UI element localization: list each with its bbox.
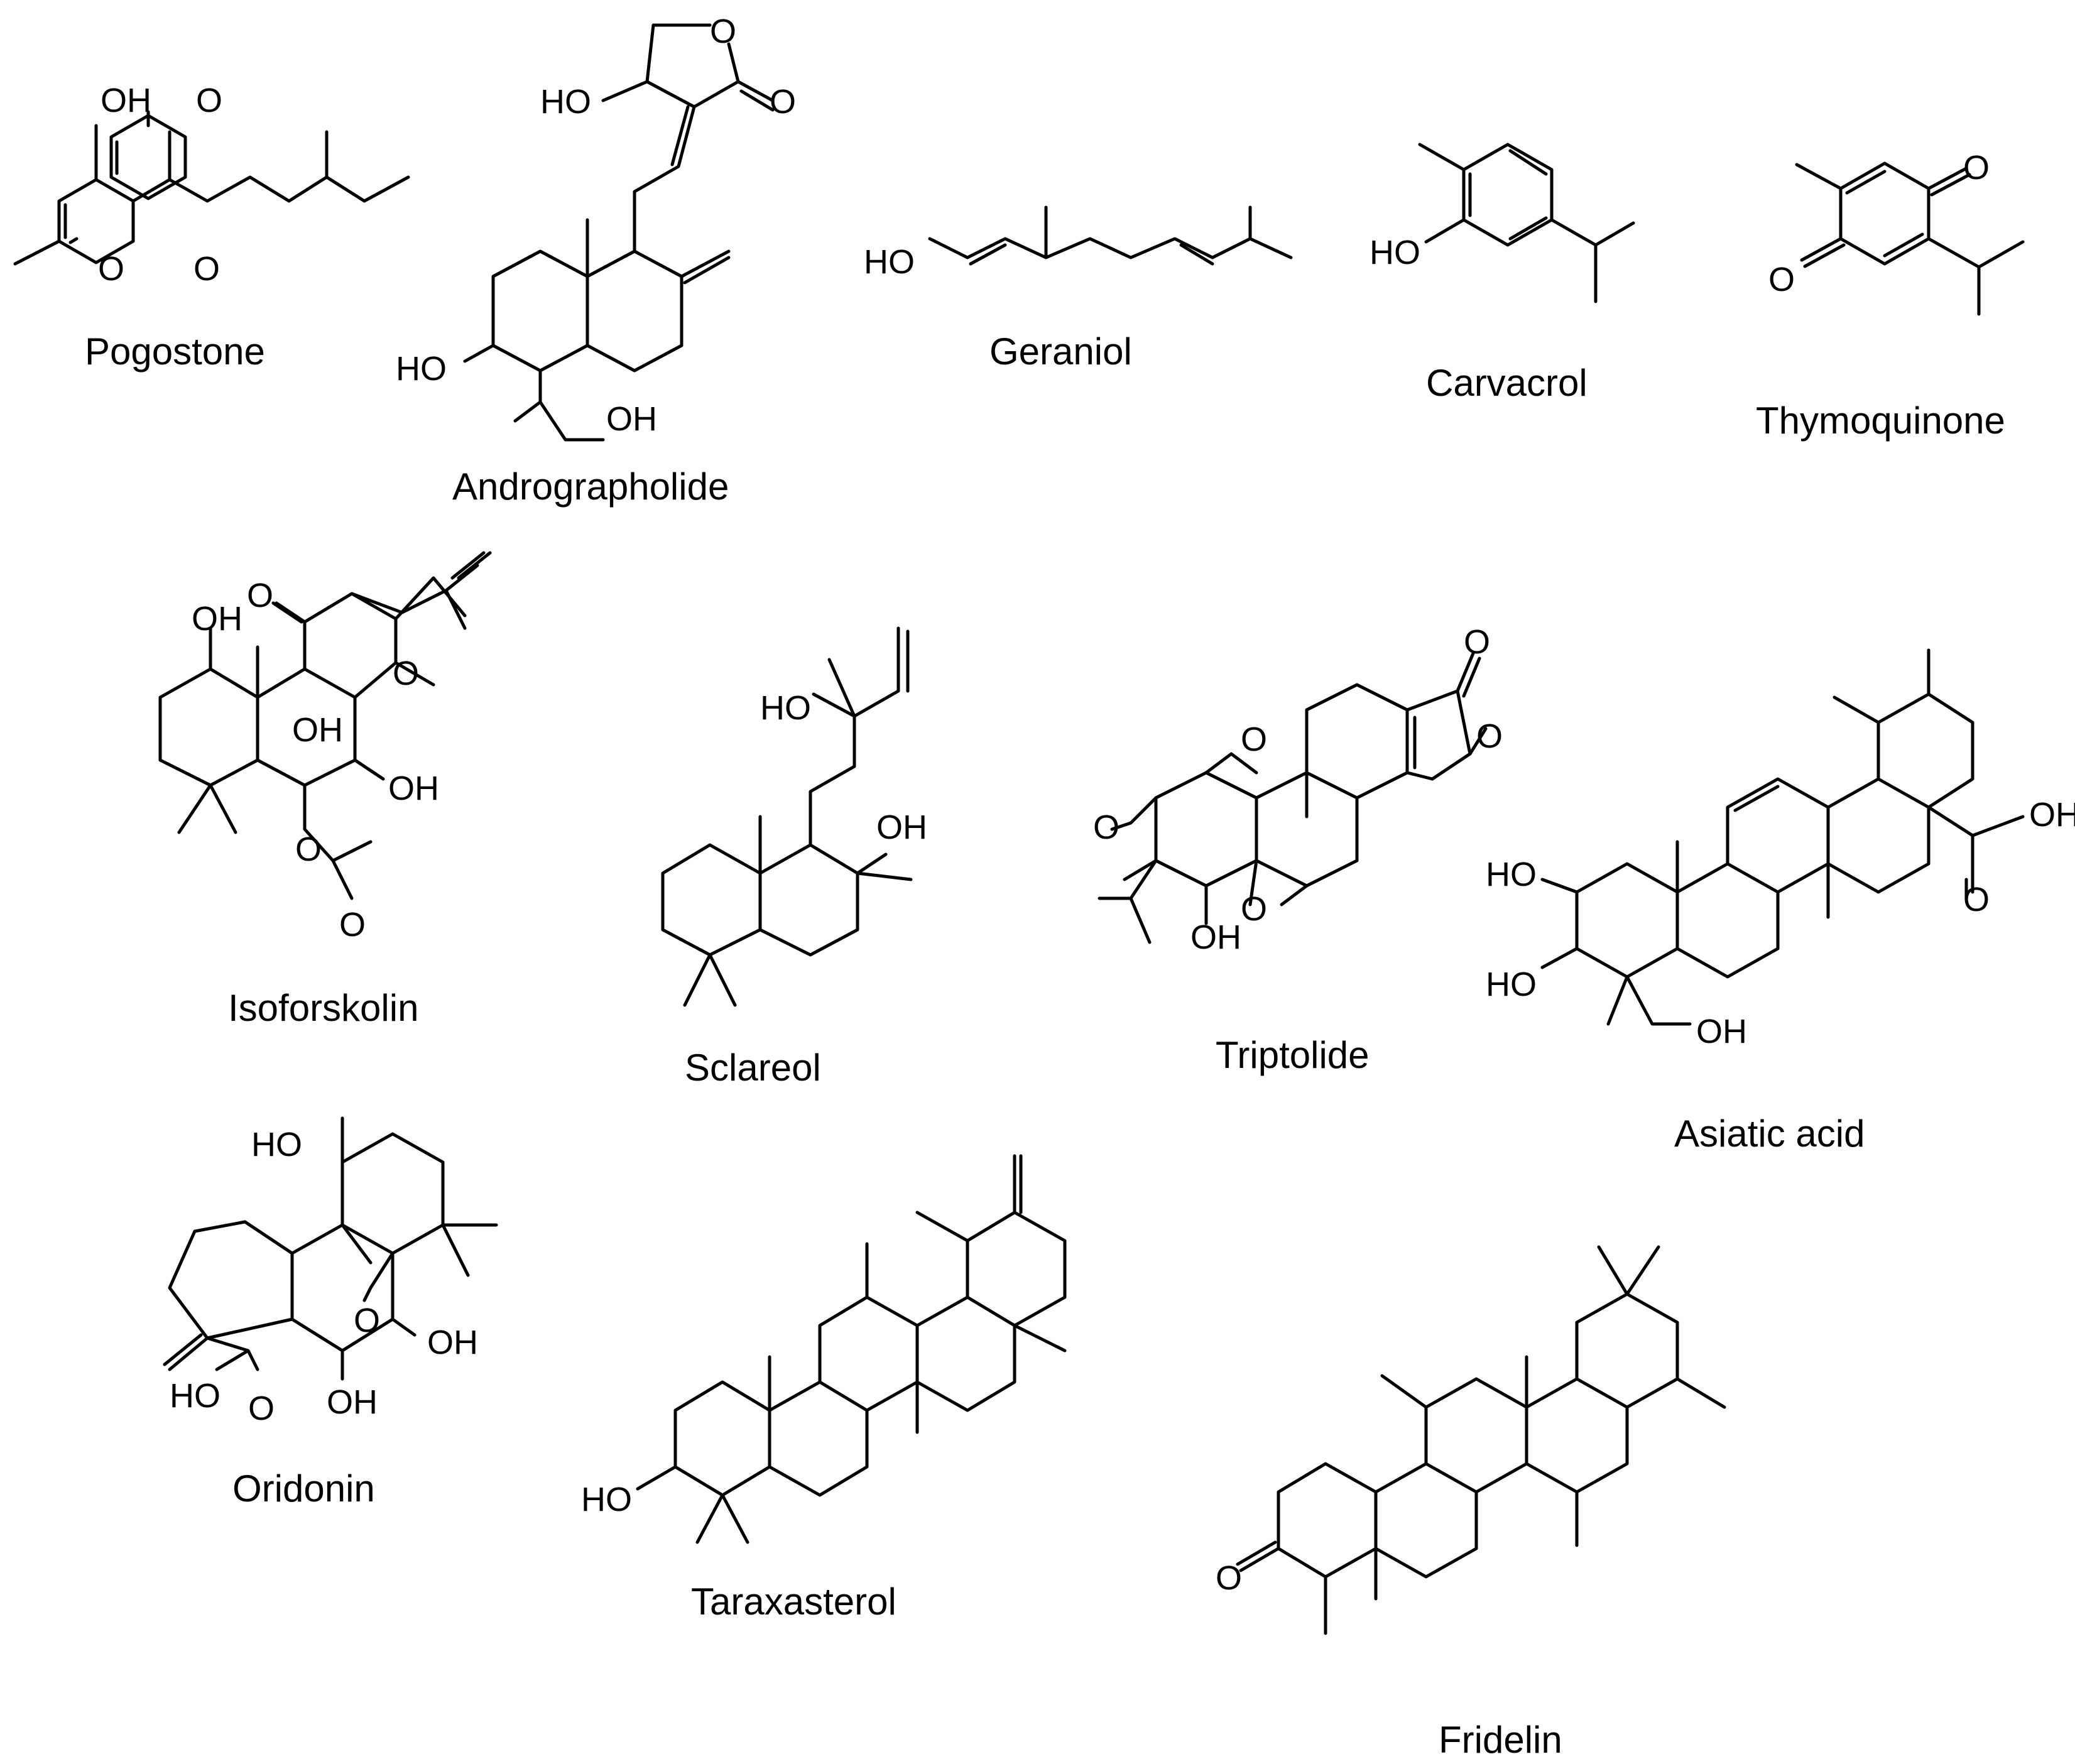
bond [1236,1245,1726,1635]
bond [1097,651,1488,944]
atom-label: OH [192,600,242,638]
atom-label: HO [251,1126,302,1163]
bond [1462,143,1554,247]
compound-name: Andrographolide [452,466,729,508]
compound-name: Thymoquinone [1756,400,2005,442]
structure-sclareol [661,626,913,1007]
bond [163,1116,498,1381]
bond [256,576,467,787]
bond [636,1154,1067,1544]
bond [661,843,762,957]
atom-label: O [248,1390,275,1427]
compound-name: Taraxasterol [691,1581,896,1623]
compound-name: Isoforskolin [228,987,418,1029]
atom-label: O [393,655,419,692]
atom-label: O [1768,261,1795,298]
compound-name: Carvacrol [1426,362,1588,404]
bond [1795,163,2025,316]
bond [340,1132,445,1255]
atom-label: HO [396,350,447,388]
atom-label: O [1476,717,1503,755]
bond [585,249,731,373]
compound-name: Triptolide [1216,1034,1370,1076]
structure-geraniol [928,205,1293,266]
atom-label: HO [581,1481,632,1518]
bond [13,124,410,266]
structure-isoforskolin [158,551,492,900]
bond [1154,771,1258,888]
atom-label: O [1963,149,1990,187]
atom-label: HO [1486,966,1537,1003]
compound-name: Asiatic acid [1674,1113,1865,1155]
atom-label: HO [540,83,591,121]
atom-label: O [354,1302,380,1339]
compound-name: Pogostone [85,330,265,373]
bond [683,626,913,1007]
atom-label: HO [760,689,811,727]
atom-label: OH [427,1324,478,1361]
structure-asiatic-acid [1540,648,2025,1026]
bond [1255,683,1472,888]
atom-label: OH [101,82,151,119]
compound-name: Geraniol [989,330,1132,373]
structure-fridelin [1236,1245,1726,1635]
atom-label: OH [327,1383,378,1421]
bond [673,1380,771,1497]
atom-label: O [247,577,273,614]
compound-name: Sclareol [685,1047,821,1089]
atom-label: O [98,250,124,288]
bond [1277,1462,1378,1579]
atom-label: O [1464,623,1490,661]
atom-label: OH [1190,918,1241,956]
atom-label: O [193,250,220,288]
bond [177,551,492,900]
bond [633,105,696,253]
bond [928,205,1293,266]
atom-label: OH [292,711,343,749]
atom-label: O [1241,890,1267,928]
bond [463,218,605,442]
atom-label: O [1093,808,1119,846]
atom-label: OH [2029,796,2075,834]
atom-label: OH [876,808,927,846]
atom-label: O [1963,881,1990,918]
compound-name: Fridelin [1439,1719,1562,1761]
atom-label: O [1241,721,1267,758]
atom-label: OH [606,400,657,438]
atom-label: OH [388,770,439,807]
structure-thymoquinone [1795,161,2025,316]
structure-triptolide [1097,651,1488,944]
atom-label: O [196,82,222,119]
bond [1418,143,1635,303]
bond [158,667,259,787]
structure-carvacrol [1418,143,1635,303]
atom-label: HO [864,243,915,281]
structure-andrographolide [463,23,775,442]
atom-label: O [339,906,366,944]
bond [1575,862,1679,979]
atom-label: OH [1696,1013,1747,1050]
atom-label: HO [1370,234,1420,271]
compound-name: Oridonin [232,1467,375,1510]
bond [1839,161,1931,266]
atom-label: HO [170,1377,221,1415]
atom-label: O [295,830,322,868]
structure-taraxasterol [636,1154,1067,1544]
structure-oridonin [163,1116,498,1381]
bond [601,80,649,102]
atom-label: O [1216,1559,1242,1597]
atom-label: O [710,13,736,50]
structure-pogostone [13,110,410,266]
atom-label: HO [1486,856,1537,893]
bond [736,80,775,112]
bond [1964,834,1974,900]
atom-label: O [770,83,796,121]
